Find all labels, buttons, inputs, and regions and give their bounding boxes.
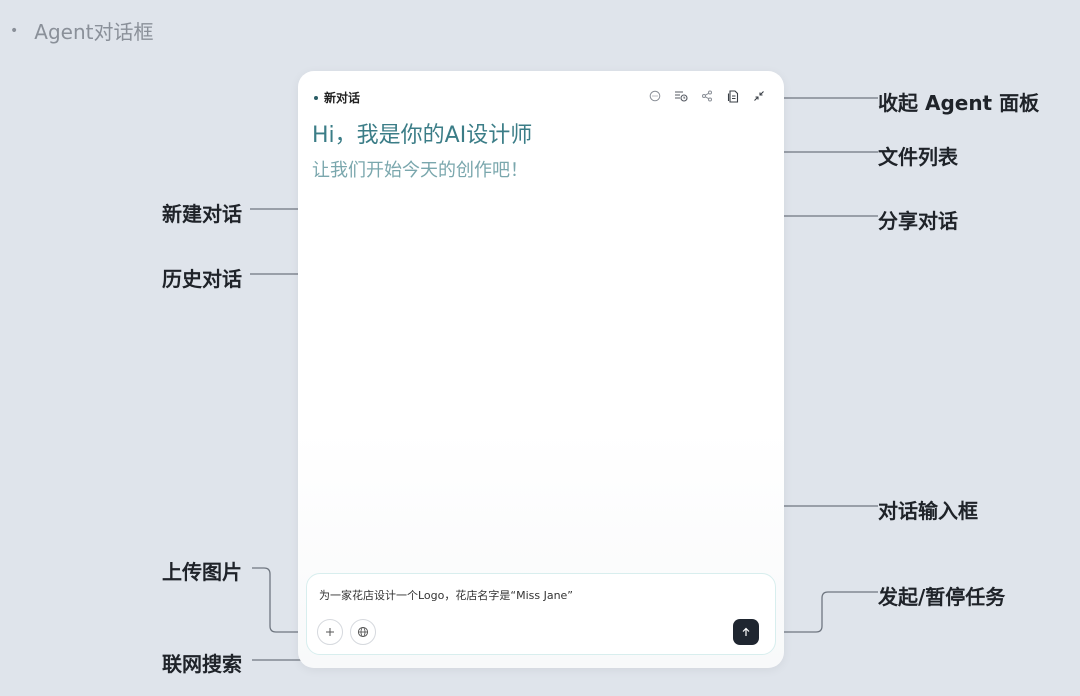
chat-input-box[interactable] [306,573,776,655]
collapse-icon[interactable] [746,87,772,105]
agent-panel: 新对话 Hi，我是你的AI设计师 让我们开始今天的创作吧！ [298,71,784,668]
send-button[interactable] [733,619,759,645]
upload-image-button[interactable] [317,619,343,645]
new-chat-icon[interactable] [642,87,668,105]
panel-toolbar [642,87,772,105]
share-icon[interactable] [694,87,720,105]
bullet-icon: • [10,22,19,39]
plus-icon [326,628,334,636]
callout-upload-image: 上传图片 [162,560,242,584]
chat-input[interactable] [319,588,739,601]
chat-title-dot [314,95,318,100]
callout-file-list: 文件列表 [878,145,958,169]
callout-web-search: 联网搜索 [162,652,242,676]
callout-collapse-panel: 收起 Agent 面板 [878,91,1040,115]
section-title: • Agent对话框 [10,16,153,45]
greeting-title: Hi，我是你的AI设计师 [312,123,533,148]
file-list-icon[interactable] [720,87,746,105]
chat-title-text: 新对话 [324,91,361,105]
history-icon[interactable] [668,87,694,105]
chat-title: 新对话 [314,89,360,106]
callout-start-pause: 发起/暂停任务 [878,585,1006,609]
callout-history-chat: 历史对话 [162,267,242,291]
globe-icon [357,626,369,638]
greeting-subtitle: 让我们开始今天的创作吧！ [312,160,528,181]
arrow-up-icon [742,627,750,636]
callout-share-chat: 分享对话 [878,209,958,233]
section-title-text: Agent对话框 [34,20,154,44]
callout-chat-input: 对话输入框 [878,499,978,523]
callout-new-chat: 新建对话 [162,202,242,226]
web-search-button[interactable] [350,619,376,645]
